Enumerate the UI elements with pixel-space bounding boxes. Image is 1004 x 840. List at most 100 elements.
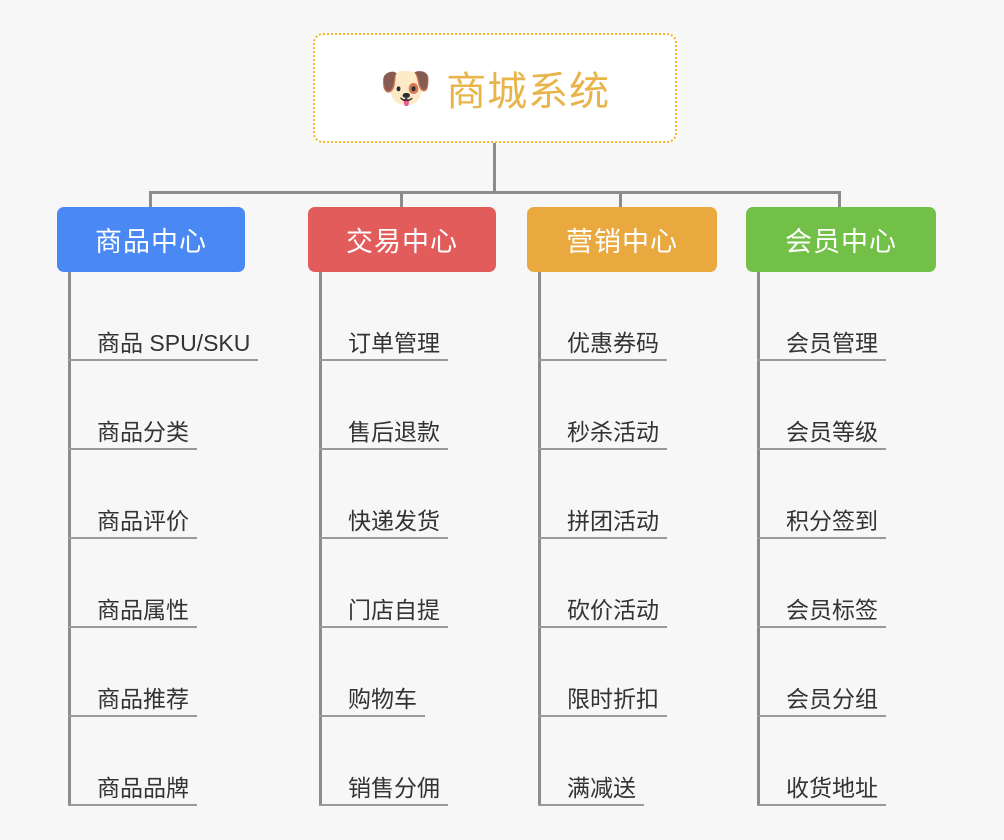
leaf-item[interactable]: 砍价活动: [527, 539, 747, 628]
leaf-underline: [68, 448, 197, 450]
leaf-underline: [538, 626, 667, 628]
leaf-list-product-center: 商品 SPU/SKU 商品分类 商品评价 商品属性 商品推荐 商品品牌: [57, 272, 277, 806]
leaf-underline: [538, 359, 667, 361]
leaf-underline: [68, 804, 197, 806]
leaf-underline: [538, 448, 667, 450]
leaf-item[interactable]: 会员分组: [746, 628, 966, 717]
leaf-underline: [538, 537, 667, 539]
leaf-spine: [538, 272, 541, 806]
leaf-underline: [319, 804, 448, 806]
branch-node-marketing-center[interactable]: 营销中心: [527, 207, 717, 272]
branch-column-member-center: 会员中心 会员管理 会员等级 积分签到 会员标签 会员分组: [746, 207, 966, 806]
leaf-item[interactable]: 商品评价: [57, 450, 277, 539]
leaf-spine: [757, 272, 760, 806]
leaf-underline: [68, 626, 197, 628]
connector-drop-3: [619, 191, 622, 210]
leaf-item[interactable]: 会员标签: [746, 539, 966, 628]
leaf-label: 积分签到: [786, 507, 878, 534]
leaf-underline: [757, 804, 886, 806]
leaf-underline: [538, 715, 667, 717]
leaf-list-trade-center: 订单管理 售后退款 快递发货 门店自提 购物车 销售分佣: [308, 272, 528, 806]
leaf-label: 限时折扣: [567, 685, 659, 712]
leaf-label: 售后退款: [348, 418, 440, 445]
leaf-label: 商品评价: [97, 507, 189, 534]
leaf-label: 会员管理: [786, 329, 878, 356]
leaf-label: 秒杀活动: [567, 418, 659, 445]
connector-drop-2: [400, 191, 403, 210]
leaf-item[interactable]: 收货地址: [746, 717, 966, 806]
leaf-item[interactable]: 会员管理: [746, 272, 966, 361]
leaf-label: 商品分类: [97, 418, 189, 445]
leaf-spine: [319, 272, 322, 806]
connector-root-stem: [493, 143, 496, 193]
leaf-spine: [68, 272, 71, 806]
leaf-list-member-center: 会员管理 会员等级 积分签到 会员标签 会员分组 收货地址: [746, 272, 966, 806]
branch-node-trade-center[interactable]: 交易中心: [308, 207, 496, 272]
leaf-underline: [319, 715, 425, 717]
leaf-item[interactable]: 商品属性: [57, 539, 277, 628]
leaf-item[interactable]: 商品 SPU/SKU: [57, 272, 277, 361]
dog-face-icon: 🐶: [379, 64, 433, 111]
leaf-underline: [319, 626, 448, 628]
leaf-item[interactable]: 积分签到: [746, 450, 966, 539]
branch-label: 交易中心: [346, 227, 458, 257]
leaf-underline: [68, 359, 258, 361]
branch-column-product-center: 商品中心 商品 SPU/SKU 商品分类 商品评价 商品属性 商品推荐: [57, 207, 277, 806]
branch-node-member-center[interactable]: 会员中心: [746, 207, 936, 272]
leaf-underline: [319, 448, 448, 450]
branch-label: 会员中心: [785, 227, 897, 257]
leaf-underline: [757, 715, 886, 717]
leaf-label: 会员等级: [786, 418, 878, 445]
leaf-label: 商品属性: [97, 596, 189, 623]
leaf-underline: [319, 359, 448, 361]
leaf-item[interactable]: 商品品牌: [57, 717, 277, 806]
leaf-item[interactable]: 限时折扣: [527, 628, 747, 717]
branch-column-trade-center: 交易中心 订单管理 售后退款 快递发货 门店自提 购物车: [308, 207, 528, 806]
leaf-label: 会员标签: [786, 596, 878, 623]
leaf-label: 砍价活动: [567, 596, 659, 623]
branch-column-marketing-center: 营销中心 优惠券码 秒杀活动 拼团活动 砍价活动 限时折扣: [527, 207, 747, 806]
leaf-underline: [757, 359, 886, 361]
leaf-label: 商品 SPU/SKU: [97, 329, 251, 356]
leaf-label: 门店自提: [348, 596, 440, 623]
leaf-item[interactable]: 商品推荐: [57, 628, 277, 717]
branch-label: 商品中心: [95, 227, 207, 257]
leaf-item[interactable]: 销售分佣: [308, 717, 528, 806]
leaf-item[interactable]: 秒杀活动: [527, 361, 747, 450]
leaf-item[interactable]: 售后退款: [308, 361, 528, 450]
leaf-label: 满减送: [567, 774, 636, 801]
leaf-label: 销售分佣: [348, 774, 440, 801]
leaf-item[interactable]: 快递发货: [308, 450, 528, 539]
leaf-item[interactable]: 优惠券码: [527, 272, 747, 361]
leaf-underline: [68, 537, 197, 539]
leaf-label: 优惠券码: [567, 329, 659, 356]
leaf-underline: [68, 715, 197, 717]
leaf-item[interactable]: 会员等级: [746, 361, 966, 450]
connector-drop-1: [149, 191, 152, 210]
leaf-label: 拼团活动: [567, 507, 659, 534]
leaf-item[interactable]: 满减送: [527, 717, 747, 806]
branch-node-product-center[interactable]: 商品中心: [57, 207, 245, 272]
leaf-label: 订单管理: [348, 329, 440, 356]
leaf-item[interactable]: 购物车: [308, 628, 528, 717]
leaf-underline: [757, 537, 886, 539]
leaf-label: 快递发货: [348, 507, 440, 534]
leaf-item[interactable]: 商品分类: [57, 361, 277, 450]
leaf-item[interactable]: 门店自提: [308, 539, 528, 628]
branch-label: 营销中心: [566, 227, 678, 257]
leaf-label: 商品品牌: [97, 774, 189, 801]
leaf-label: 购物车: [348, 685, 417, 712]
leaf-label: 商品推荐: [97, 685, 189, 712]
leaf-label: 收货地址: [786, 774, 878, 801]
leaf-underline: [757, 448, 886, 450]
leaf-item[interactable]: 拼团活动: [527, 450, 747, 539]
leaf-underline: [757, 626, 886, 628]
leaf-underline: [538, 804, 644, 806]
root-node[interactable]: 🐶 商城系统: [313, 33, 677, 143]
leaf-label: 会员分组: [786, 685, 878, 712]
leaf-item[interactable]: 订单管理: [308, 272, 528, 361]
connector-drop-4: [838, 191, 841, 210]
leaf-list-marketing-center: 优惠券码 秒杀活动 拼团活动 砍价活动 限时折扣 满减送: [527, 272, 747, 806]
leaf-underline: [319, 537, 448, 539]
